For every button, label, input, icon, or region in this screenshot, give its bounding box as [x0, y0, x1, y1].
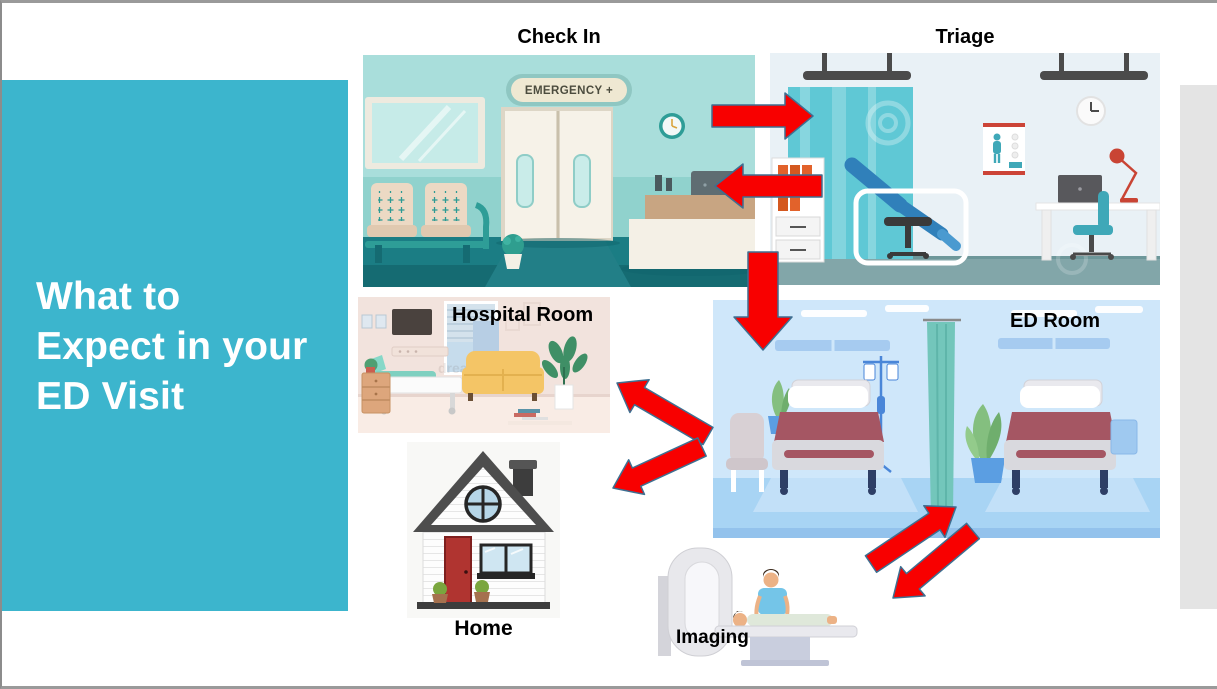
entrance-doors	[496, 107, 620, 248]
check-in-label: Check In	[517, 26, 601, 48]
front-door	[444, 536, 472, 604]
waiting-room-window	[365, 97, 485, 169]
ceiling-light	[803, 53, 911, 80]
sofa	[462, 351, 544, 401]
patient	[733, 611, 837, 627]
door-plants	[432, 580, 490, 603]
home-label: Home	[454, 617, 513, 640]
monitors	[361, 314, 387, 329]
waiting-chairs	[365, 183, 490, 263]
chimney	[509, 460, 537, 496]
monstera-plant	[541, 336, 588, 410]
page-title: What to Expect in your ED Visit	[36, 272, 308, 422]
triage-desk	[1035, 148, 1160, 261]
title-panel	[2, 80, 348, 611]
triage-illustration	[770, 53, 1160, 285]
side-window	[477, 543, 535, 579]
title-line-1: What to	[36, 275, 181, 318]
wall-clock	[659, 113, 685, 139]
wall-tv	[391, 309, 449, 357]
scan-table	[714, 625, 858, 666]
emergency-sign-text: EMERGENCY +	[525, 85, 613, 97]
home-illustration	[407, 442, 560, 618]
porch-base	[417, 602, 550, 609]
emergency-sign: EMERGENCY +	[506, 74, 632, 106]
arrow-edroom-to-hospitalroom	[616, 378, 714, 446]
books-on-floor	[508, 409, 572, 425]
supply-cabinet	[771, 157, 825, 263]
triage-label: Triage	[935, 26, 995, 48]
divider-curtain	[923, 318, 961, 518]
wall-windows	[775, 338, 1110, 351]
ed-room-illustration	[713, 300, 1160, 538]
bedside-cabinet	[361, 358, 391, 414]
right-gray-panel	[1180, 85, 1217, 609]
wall-clock	[1076, 96, 1106, 126]
exam-chair	[844, 157, 969, 266]
ceiling-light	[1040, 53, 1148, 80]
plant-right	[965, 404, 1005, 483]
title-line-3: ED Visit	[36, 375, 185, 418]
iv-stand	[863, 356, 899, 473]
ed-room-label: ED Room	[1010, 310, 1100, 332]
technician	[754, 569, 790, 625]
side-cabinet	[1110, 419, 1138, 455]
check-in-illustration: EMERGENCY +	[363, 55, 755, 287]
imaging-label: Imaging	[676, 627, 749, 648]
potted-plant	[502, 234, 524, 269]
ceiling-lights	[801, 305, 1143, 317]
anatomy-poster	[983, 123, 1025, 175]
wall-frames	[505, 302, 541, 331]
watermark-swirl	[865, 100, 1088, 275]
hospital-room-illustration: dreamstime	[358, 297, 610, 433]
imaging-illustration	[655, 540, 865, 666]
visitor-chair	[726, 413, 768, 492]
hospital-room-label: Hospital Room	[452, 304, 594, 326]
arrow-edroom-to-home	[612, 437, 707, 496]
round-window	[464, 485, 502, 523]
title-line-2: Expect in your	[36, 325, 308, 368]
